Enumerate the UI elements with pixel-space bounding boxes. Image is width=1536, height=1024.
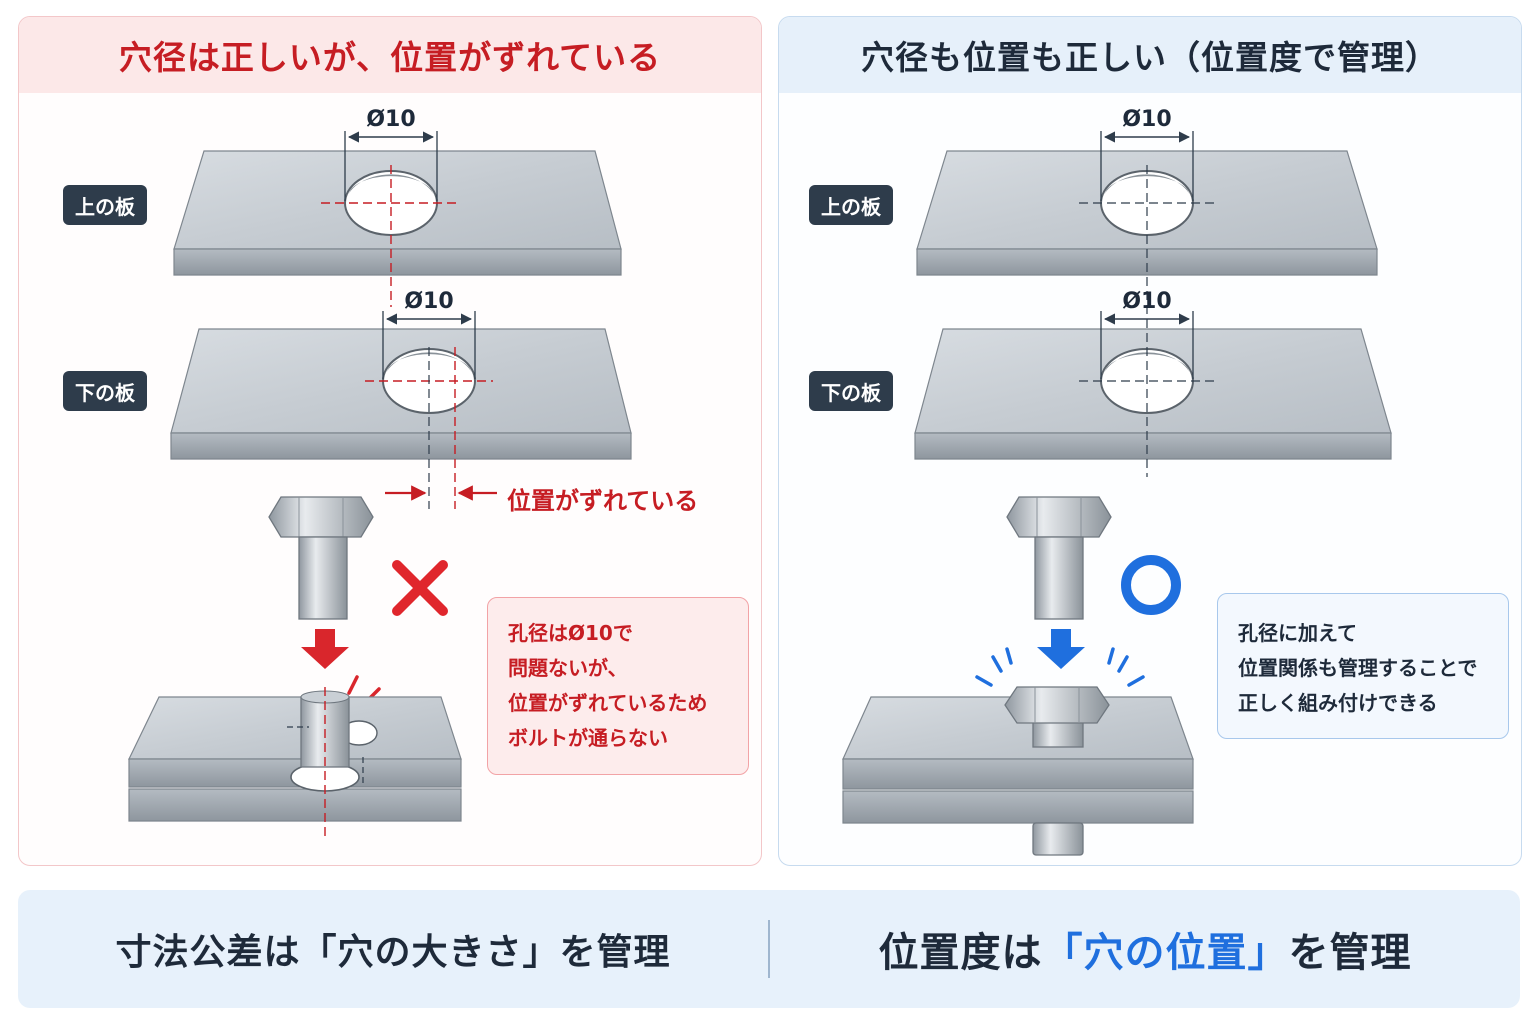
- note-line: ボルトが通らない: [508, 726, 668, 750]
- note-line: 孔径に加えて: [1238, 621, 1357, 645]
- upper-dimension: [344, 131, 438, 201]
- assembled-plates-aligned: [842, 686, 1194, 856]
- down-arrow: [301, 629, 349, 669]
- note-line: 位置がずれているため: [508, 691, 708, 715]
- lower-dimension: [382, 311, 476, 379]
- summary-footer: 寸法公差は「穴の大きさ」を管理 位置度は 「穴の位置」 を管理: [18, 890, 1520, 1008]
- down-arrow: [1037, 629, 1085, 669]
- bolt: [1006, 496, 1112, 620]
- upper-diameter-label: Ø10: [1122, 107, 1172, 132]
- note-line: 孔径はØ10で: [508, 621, 633, 645]
- fit-marks: [975, 647, 1145, 687]
- circle-mark-icon: [1121, 555, 1181, 615]
- left-panel-title: 穴径は正しいが、位置がずれている: [19, 17, 761, 93]
- lower-plate-label: 下の板: [63, 371, 147, 411]
- lower-plate: [170, 328, 632, 460]
- lower-plate: [914, 328, 1392, 460]
- footer-divider: [768, 920, 770, 978]
- upper-plate-label: 上の板: [809, 185, 893, 225]
- upper-diameter-label: Ø10: [366, 107, 416, 132]
- assembled-plates-misaligned: [128, 687, 462, 837]
- lower-plate-label: 下の板: [809, 371, 893, 411]
- correct-position-panel: 穴径も位置も正しい（位置度で管理）: [778, 16, 1522, 866]
- right-panel-drawing: [842, 131, 1392, 856]
- right-panel-title: 穴径も位置も正しい（位置度で管理）: [779, 17, 1521, 93]
- lower-diameter-label: Ø10: [1122, 289, 1172, 314]
- left-panel-drawing: [128, 131, 632, 837]
- right-note: 孔径に加えて 位置関係も管理することで 正しく組み付けできる: [1217, 593, 1509, 739]
- summary-prefix: 位置度は: [878, 930, 1043, 976]
- dimensional-tolerance-summary: 寸法公差は「穴の大きさ」を管理: [115, 932, 671, 973]
- summary-suffix: を管理: [1288, 930, 1412, 976]
- cross-mark-icon: [392, 560, 448, 616]
- position-tolerance-summary: 位置度は 「穴の位置」 を管理: [770, 890, 1520, 1008]
- note-line: 正しく組み付けできる: [1238, 691, 1438, 715]
- offset-label: 位置がずれている: [507, 487, 699, 515]
- upper-plate: [173, 150, 622, 276]
- upper-dimension: [1100, 131, 1194, 201]
- note-line: 位置関係も管理することで: [1238, 656, 1478, 680]
- incorrect-position-panel: 穴径は正しいが、位置がずれている: [18, 16, 762, 866]
- bolt: [268, 496, 374, 620]
- note-line: 問題ないが、: [508, 656, 628, 680]
- upper-plate-label: 上の板: [63, 185, 147, 225]
- left-note: 孔径はØ10で 問題ないが、 位置がずれているため ボルトが通らない: [487, 597, 749, 775]
- lower-diameter-label: Ø10: [404, 289, 454, 314]
- summary-highlight: 「穴の位置」: [1042, 930, 1289, 976]
